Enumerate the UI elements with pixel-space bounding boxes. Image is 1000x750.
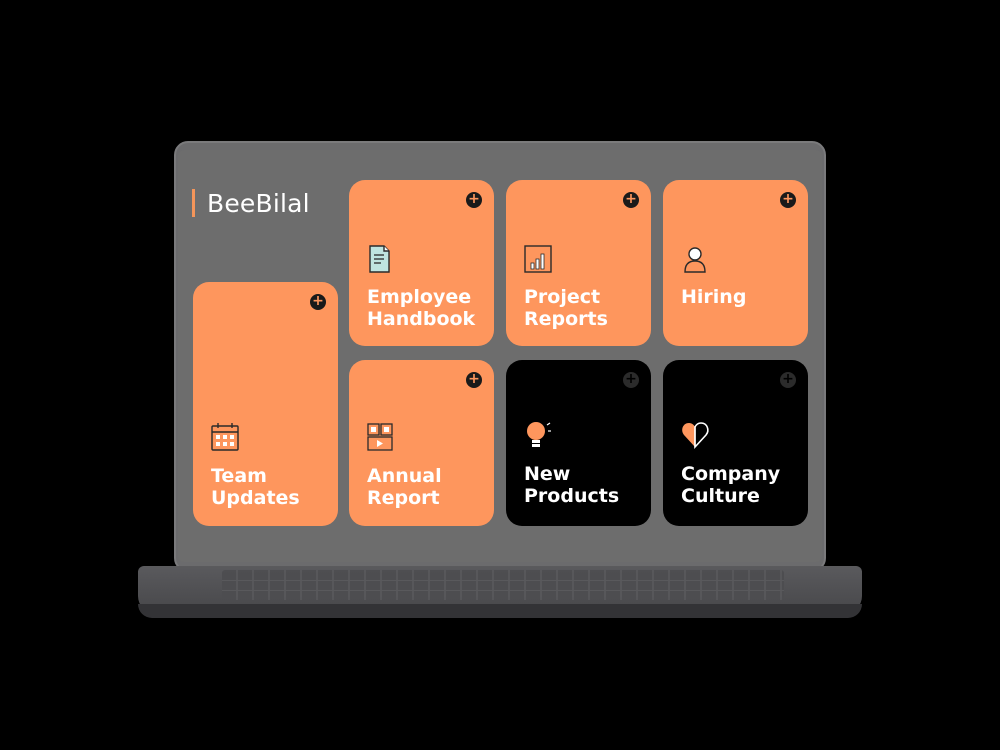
lightbulb-icon [527, 422, 551, 447]
bar-chart-icon [524, 245, 552, 273]
tile-label: Company Culture [681, 463, 781, 507]
add-hiring-button[interactable]: + [780, 192, 796, 208]
tile-label: Hiring [681, 286, 747, 308]
laptop-base-edge [138, 604, 862, 618]
brand-accent-bar [192, 189, 195, 217]
add-annual-report-button[interactable]: + [466, 372, 482, 388]
add-company-culture-button[interactable]: + [780, 372, 796, 388]
person-icon [684, 247, 706, 273]
document-icon [369, 245, 390, 273]
add-project-reports-button[interactable]: + [623, 192, 639, 208]
tile-new-products[interactable]: + New Products [506, 360, 651, 526]
tile-annual-report[interactable]: + Annual Report [349, 360, 494, 526]
brand: BeeBilal [192, 186, 310, 220]
add-team-updates-button[interactable]: + [310, 294, 326, 310]
laptop-keyboard [222, 570, 784, 600]
tile-team-updates[interactable]: + Team Updates [193, 282, 338, 526]
tile-label: Annual Report [367, 465, 442, 509]
tile-hiring[interactable]: + Hiring [663, 180, 808, 346]
media-grid-icon [367, 423, 393, 451]
heart-icon [682, 422, 709, 450]
add-new-products-button[interactable]: + [623, 372, 639, 388]
calendar-icon [211, 423, 239, 451]
add-employee-handbook-button[interactable]: + [466, 192, 482, 208]
tile-employee-handbook[interactable]: + Employee Handbook [349, 180, 494, 346]
tile-label: Employee Handbook [367, 286, 476, 330]
tile-project-reports[interactable]: + Project Reports [506, 180, 651, 346]
tile-label: New Products [524, 463, 620, 507]
tile-label: Project Reports [524, 286, 608, 330]
tile-company-culture[interactable]: + Company Culture [663, 360, 808, 526]
brand-name: BeeBilal [207, 188, 310, 218]
tile-label: Team Updates [211, 465, 300, 509]
